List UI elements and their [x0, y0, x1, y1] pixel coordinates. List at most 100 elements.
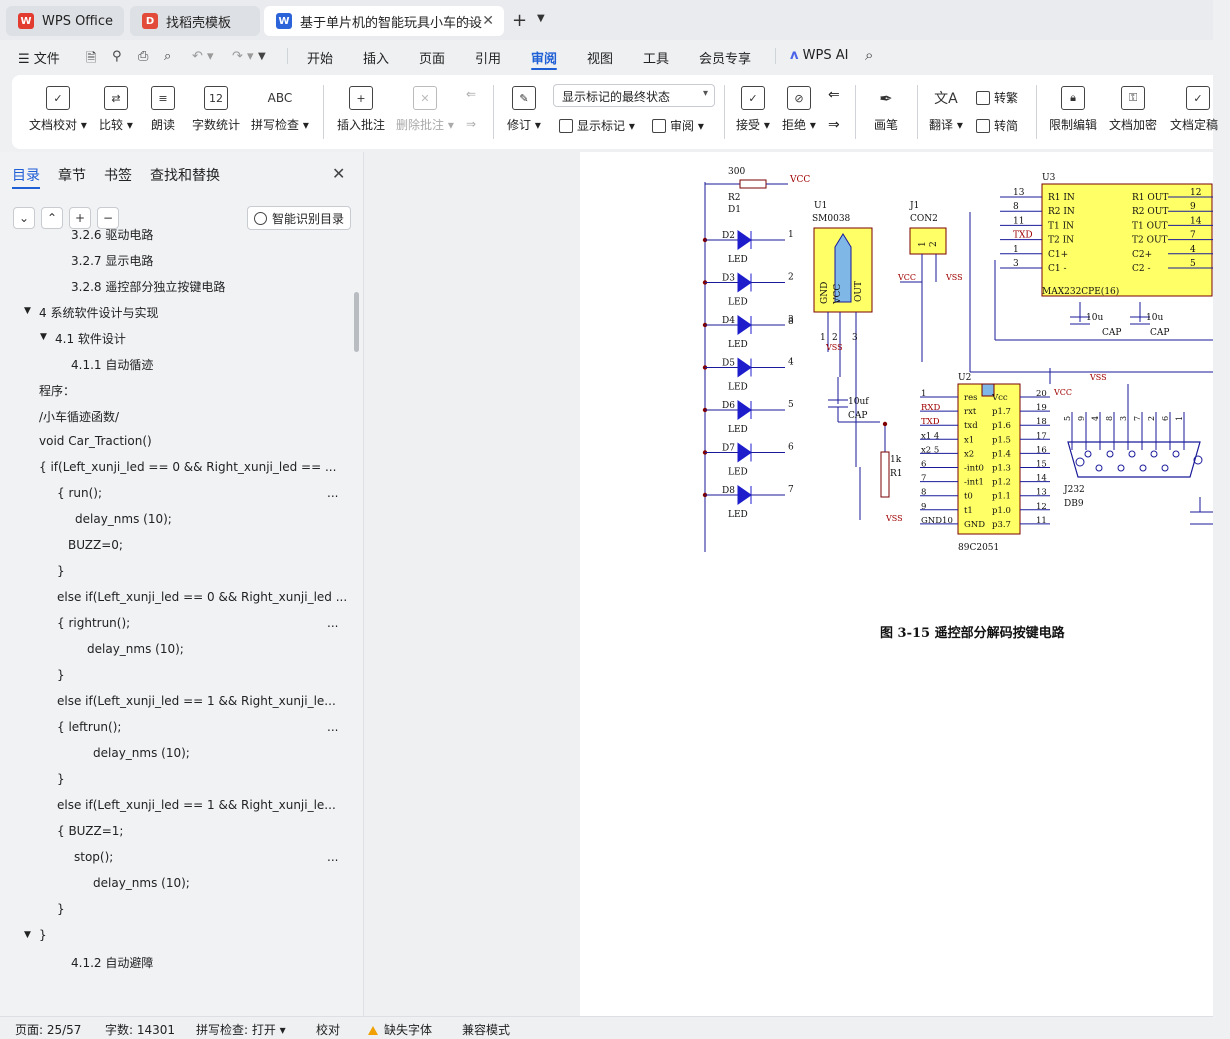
toc-item[interactable]: 3.2.8 遥控部分独立按键电路: [71, 280, 226, 294]
toc-item[interactable]: /小车循迹函数/: [39, 410, 120, 424]
toc-item[interactable]: 3.2.6 驱动电路: [71, 228, 154, 242]
collapse-arrow-icon[interactable]: ▼: [40, 332, 47, 342]
file-menu[interactable]: ☰ 文件: [18, 52, 60, 67]
search-icon[interactable]: ⌕: [865, 46, 874, 64]
undo-icon[interactable]: ↶ ▾: [192, 49, 214, 64]
toc-item[interactable]: stop();: [74, 850, 114, 864]
next-comment-icon[interactable]: ⇒: [466, 117, 477, 131]
menu-references[interactable]: 引用: [475, 52, 502, 67]
close-icon[interactable]: ✕: [332, 164, 346, 183]
expand-down-button[interactable]: ⌄: [13, 207, 35, 229]
restrict-edit-label: 限制编辑: [1049, 118, 1098, 132]
toc-item[interactable]: 4.1.2 自动避障: [71, 956, 154, 970]
toc-item[interactable]: delay_nms (10);: [75, 512, 172, 526]
menu-membership[interactable]: 会员专享: [699, 52, 752, 67]
save-icon[interactable]: 🗎: [86, 51, 97, 66]
word-count-status[interactable]: 字数: 14301: [105, 1023, 176, 1037]
remove-heading-button[interactable]: −: [97, 207, 119, 229]
collapse-arrow-icon[interactable]: ▼: [24, 306, 31, 316]
pen-button[interactable]: ✒画笔: [874, 86, 898, 133]
toc-item[interactable]: BUZZ=0;: [68, 538, 123, 552]
toc-item[interactable]: delay_nms (10);: [93, 876, 190, 890]
toc-item[interactable]: { if(Left_xunji_led == 0 && Right_xunji_…: [39, 460, 337, 474]
tab-find-replace[interactable]: 查找和替换: [150, 168, 220, 184]
spell-check-status[interactable]: 拼写检查: 打开 ▾: [196, 1023, 286, 1037]
print-preview-icon[interactable]: ⌕: [164, 49, 172, 64]
read-aloud-button[interactable]: ≡朗读: [151, 86, 175, 133]
menu-home[interactable]: 开始: [307, 52, 334, 67]
insert-comment-button[interactable]: +插入批注: [337, 86, 385, 133]
toc-item[interactable]: else if(Left_xunji_led == 1 && Right_xun…: [57, 694, 336, 708]
accept-button[interactable]: ✓接受 ▾: [736, 86, 770, 133]
more-icon[interactable]: ▼: [258, 51, 266, 62]
compare-button[interactable]: ⇄比较 ▾: [99, 86, 133, 133]
show-markup-button[interactable]: 显示标记 ▾: [559, 117, 635, 134]
toc-item[interactable]: void Car_Traction(): [39, 434, 152, 448]
tab-docer-templates[interactable]: D 找稻壳模板: [130, 6, 260, 36]
toc-item[interactable]: { leftrun();: [57, 720, 122, 734]
toc-item[interactable]: { rightrun();: [57, 616, 131, 630]
tab-sections[interactable]: 章节: [58, 168, 86, 184]
to-traditional-button[interactable]: 转繁: [976, 89, 1018, 106]
close-icon[interactable]: ✕: [482, 13, 494, 29]
markup-state-select[interactable]: 显示标记的最终状态▾: [553, 84, 715, 107]
reject-button[interactable]: ⊘拒绝 ▾: [782, 86, 816, 133]
toc-item[interactable]: { run();: [57, 486, 102, 500]
toc-scrollbar[interactable]: [354, 292, 359, 352]
menu-page[interactable]: 页面: [419, 52, 446, 67]
monitor-icon[interactable]: ▭: [465, 14, 476, 28]
toc-item[interactable]: }: [39, 928, 47, 942]
wps-ai-button[interactable]: ʌ WPS AI: [790, 48, 848, 63]
track-changes-button[interactable]: ✎修订 ▾: [507, 86, 541, 133]
add-heading-button[interactable]: +: [69, 207, 91, 229]
doc-check-button[interactable]: ✓文档校对 ▾: [29, 86, 87, 133]
toc-item[interactable]: delay_nms (10);: [93, 746, 190, 760]
toc-item[interactable]: else if(Left_xunji_led == 1 && Right_xun…: [57, 798, 336, 812]
menu-tools[interactable]: 工具: [643, 52, 670, 67]
toc-item[interactable]: }: [57, 564, 65, 578]
collapse-arrow-icon[interactable]: ▼: [24, 930, 31, 940]
chevron-down-icon[interactable]: ▼: [537, 13, 545, 24]
toc-item[interactable]: delay_nms (10);: [87, 642, 184, 656]
toc-item[interactable]: 4.1.1 自动循迹: [71, 358, 154, 372]
menu-review[interactable]: 审阅: [531, 52, 558, 67]
tab-current-document[interactable]: W 基于单片机的智能玩具小车的设 ▭ ✕: [264, 6, 504, 36]
review-pane-button[interactable]: 审阅 ▾: [652, 117, 704, 134]
compat-mode-status[interactable]: 兼容模式: [462, 1023, 511, 1037]
new-tab-icon[interactable]: +: [512, 10, 528, 31]
toc-item[interactable]: 3.2.7 显示电路: [71, 254, 154, 268]
menu-insert[interactable]: 插入: [363, 52, 390, 67]
menu-view[interactable]: 视图: [587, 52, 614, 67]
restrict-edit-button[interactable]: 🔒︎限制编辑: [1049, 86, 1097, 133]
next-change-icon[interactable]: ⇒: [828, 117, 840, 133]
missing-font-status[interactable]: 缺失字体: [368, 1021, 432, 1038]
toc-item[interactable]: }: [57, 772, 65, 786]
toc-item[interactable]: }: [57, 668, 65, 682]
page-indicator[interactable]: 页面: 25/57: [15, 1023, 82, 1037]
proofread-status[interactable]: 校对: [316, 1023, 341, 1037]
smart-toc-button[interactable]: 智能识别目录: [247, 206, 351, 230]
toc-item[interactable]: 程序：: [39, 384, 76, 398]
toc-item[interactable]: }: [57, 902, 65, 916]
prev-change-icon[interactable]: ⇐: [828, 87, 840, 103]
share-icon[interactable]: ⚲: [112, 49, 122, 64]
toc-item[interactable]: 4 系统软件设计与实现: [39, 306, 159, 320]
print-icon[interactable]: ⎙: [138, 49, 149, 64]
prev-comment-icon[interactable]: ⇐: [466, 87, 477, 101]
toc-item[interactable]: { BUZZ=1;: [57, 824, 124, 838]
redo-icon[interactable]: ↷ ▾: [232, 49, 254, 64]
toc-item[interactable]: 4.1 软件设计: [55, 332, 126, 346]
tab-wps-office[interactable]: W WPS Office: [6, 6, 124, 36]
tab-toc[interactable]: 目录: [12, 168, 40, 184]
to-simplified-button[interactable]: 转简: [976, 117, 1018, 134]
delete-comment-button[interactable]: ✕删除批注 ▾: [396, 86, 454, 133]
toc-item[interactable]: else if(Left_xunji_led == 0 && Right_xun…: [57, 590, 348, 604]
encrypt-button[interactable]: ⚿文档加密: [1109, 86, 1157, 133]
collapse-up-button[interactable]: ⌃: [41, 207, 63, 229]
tab-bookmarks[interactable]: 书签: [104, 168, 132, 184]
finalize-button[interactable]: ✓文档定稿: [1170, 86, 1230, 133]
